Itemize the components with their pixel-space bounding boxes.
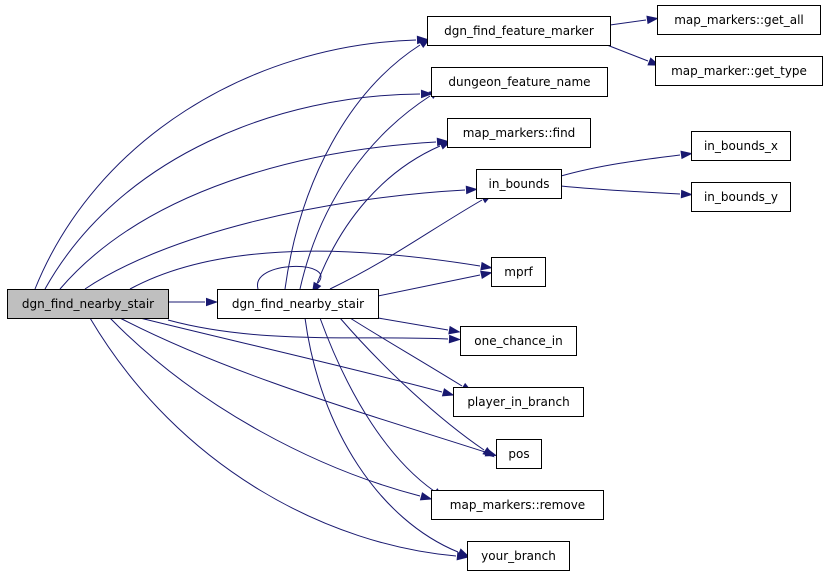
edge-root-to-find-feature-marker bbox=[34, 39, 417, 290]
node-in-bounds[interactable]: in_bounds bbox=[476, 169, 562, 199]
edge-helper-to-pos-arrowhead bbox=[482, 447, 495, 458]
edge-root-to-markers-remove-arrowhead bbox=[419, 492, 433, 501]
edge-root-to-one-chance-in bbox=[167, 319, 449, 340]
node-label: map_markers::get_all bbox=[674, 13, 804, 27]
node-box bbox=[427, 16, 611, 46]
node-markers-remove[interactable]: map_markers::remove bbox=[431, 490, 604, 520]
node-one-chance-in[interactable]: one_chance_in bbox=[460, 326, 577, 356]
node-mprf[interactable]: mprf bbox=[491, 257, 546, 287]
edge-helper-to-mprf-arrowhead bbox=[480, 270, 493, 280]
node-box bbox=[496, 439, 542, 469]
call-nodes: dgn_find_nearby_stair dgn_find_nearby_sta… bbox=[7, 5, 823, 571]
node-box bbox=[476, 169, 562, 199]
edge-root-to-markers-remove bbox=[109, 317, 421, 497]
node-markers-find[interactable]: map_markers::find bbox=[447, 118, 591, 148]
edge-helper-to-helper bbox=[257, 265, 322, 290]
node-box bbox=[431, 490, 604, 520]
node-box bbox=[491, 257, 546, 287]
edge-root-to-your-branch bbox=[89, 317, 457, 557]
edge-helper-to-mprf bbox=[377, 274, 481, 297]
node-helper[interactable]: dgn_find_nearby_stair bbox=[217, 289, 379, 319]
edge-root-to-player-in-branch-arrowhead bbox=[441, 388, 455, 397]
node-player-in-branch[interactable]: player_in_branch bbox=[453, 387, 584, 417]
node-box bbox=[217, 289, 379, 319]
edge-helper-to-in-bounds bbox=[329, 199, 483, 290]
node-label: one_chance_in bbox=[474, 334, 562, 348]
edge-root-to-player-in-branch bbox=[139, 317, 443, 393]
node-get-type[interactable]: map_marker::get_type bbox=[655, 56, 823, 86]
edge-helper-to-feature-name bbox=[299, 95, 431, 290]
edge-root-to-mprf bbox=[129, 250, 481, 290]
node-find-feature-marker[interactable]: dgn_find_feature_marker bbox=[427, 16, 611, 46]
node-in-bounds-y[interactable]: in_bounds_y bbox=[691, 182, 791, 212]
node-label: pos bbox=[508, 447, 529, 461]
edge-root-to-one-chance-in-arrowhead bbox=[448, 334, 461, 344]
edge-helper-to-find-feature-marker bbox=[284, 44, 421, 290]
edge-helper-to-player-in-branch bbox=[349, 317, 463, 387]
node-label: map_markers::find bbox=[463, 126, 576, 140]
edge-helper-to-one-chance-in bbox=[377, 317, 449, 331]
node-box bbox=[691, 131, 791, 161]
edge-find-feature-marker-to-get-all-arrowhead bbox=[646, 15, 659, 25]
edge-in-bounds-to-in-bounds-x bbox=[560, 154, 681, 177]
edge-root-to-feature-name bbox=[44, 93, 421, 290]
node-box bbox=[460, 326, 577, 356]
node-pos[interactable]: pos bbox=[496, 439, 542, 469]
node-box bbox=[7, 289, 169, 319]
node-box bbox=[467, 541, 570, 571]
edge-in-bounds-to-in-bounds-y-arrowhead bbox=[680, 189, 693, 199]
node-label: dgn_find_nearby_stair bbox=[232, 297, 364, 311]
node-get-all[interactable]: map_markers::get_all bbox=[657, 5, 821, 35]
edge-root-to-markers-find bbox=[59, 141, 437, 290]
edge-helper-to-markers-find bbox=[314, 145, 441, 290]
call-edges bbox=[34, 15, 693, 561]
node-box bbox=[655, 56, 823, 86]
node-label: dgn_find_feature_marker bbox=[444, 24, 594, 38]
node-label: map_marker::get_type bbox=[671, 64, 807, 78]
node-label: in_bounds_x bbox=[704, 139, 778, 153]
edge-in-bounds-to-in-bounds-x-arrowhead bbox=[680, 150, 693, 160]
edge-helper-to-one-chance-in-arrowhead bbox=[448, 325, 461, 335]
edge-root-to-helper-arrowhead bbox=[206, 297, 218, 307]
edge-root-to-pos bbox=[119, 317, 486, 453]
node-in-bounds-x[interactable]: in_bounds_x bbox=[691, 131, 791, 161]
node-label: mprf bbox=[504, 265, 533, 279]
node-label: your_branch bbox=[481, 549, 556, 563]
edge-find-feature-marker-to-get-type bbox=[606, 44, 649, 62]
node-label: in_bounds_y bbox=[704, 190, 778, 204]
edge-root-to-in-bounds bbox=[84, 189, 466, 290]
edge-helper-to-your-branch-arrowhead bbox=[457, 548, 470, 558]
edge-root-to-feature-name-arrowhead bbox=[420, 89, 433, 99]
node-root[interactable]: dgn_find_nearby_stair bbox=[7, 289, 169, 319]
node-box bbox=[447, 118, 591, 148]
edge-helper-to-pos bbox=[339, 317, 485, 451]
edge-in-bounds-to-in-bounds-y bbox=[560, 185, 681, 195]
edge-root-to-in-bounds-arrowhead bbox=[465, 185, 478, 195]
edge-root-to-mprf-arrowhead bbox=[480, 261, 493, 271]
node-label: player_in_branch bbox=[467, 395, 569, 409]
node-box bbox=[453, 387, 584, 417]
edge-helper-to-markers-remove bbox=[319, 317, 435, 492]
node-label: in_bounds bbox=[489, 177, 550, 191]
node-feature-name[interactable]: dungeon_feature_name bbox=[431, 67, 608, 97]
node-label: dungeon_feature_name bbox=[448, 75, 590, 89]
node-box bbox=[691, 182, 791, 212]
edge-find-feature-marker-to-get-all bbox=[609, 19, 647, 26]
node-box bbox=[431, 67, 608, 97]
edge-helper-to-your-branch bbox=[304, 317, 459, 553]
node-label: map_markers::remove bbox=[450, 498, 585, 512]
node-your-branch[interactable]: your_branch bbox=[467, 541, 570, 571]
node-box bbox=[657, 5, 821, 35]
node-label: dgn_find_nearby_stair bbox=[22, 297, 154, 311]
